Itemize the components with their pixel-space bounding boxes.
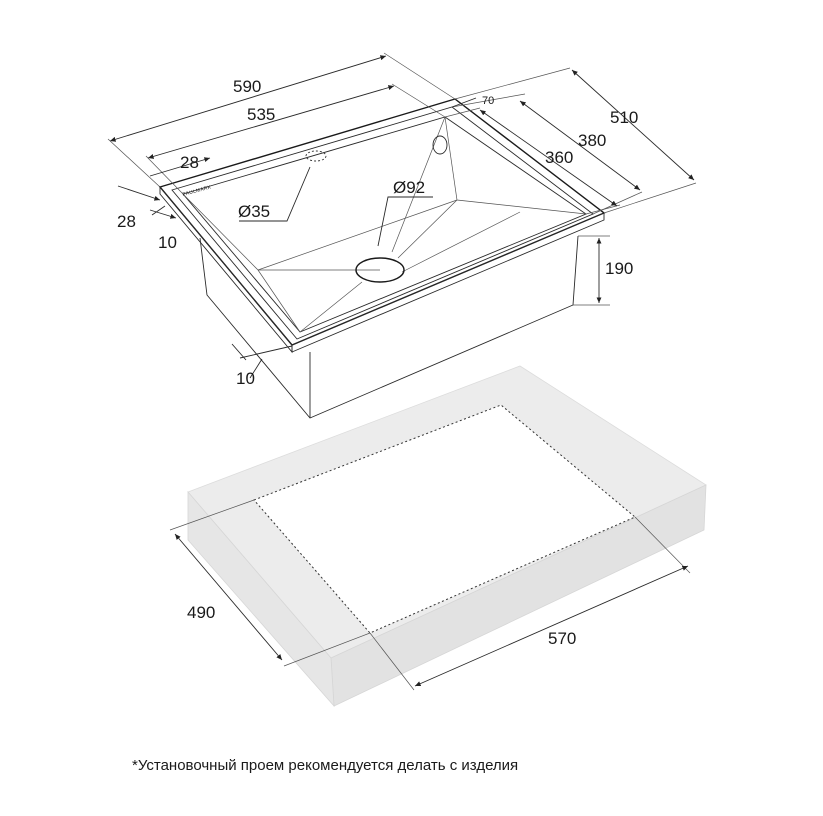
dim-590: 590 — [233, 77, 261, 96]
dim-535: 535 — [247, 105, 275, 124]
sink-body: PAULMARK — [158, 98, 606, 419]
label-tap-hole: Ø35 — [238, 202, 270, 221]
countertop-dimensions: 490 570 — [169, 499, 691, 691]
sink-dimensions: 590 535 28 510 380 360 70 28 10 — [107, 52, 697, 388]
dim-360: 360 — [545, 148, 573, 167]
dim-28-side: 28 — [117, 212, 136, 231]
dim-70: 70 — [482, 95, 494, 107]
brand-label: PAULMARK — [182, 184, 212, 198]
countertop — [187, 365, 707, 708]
dim-570: 570 — [548, 629, 576, 648]
footnote: *Установочный проем рекомендуется делать… — [132, 757, 519, 774]
dim-380: 380 — [578, 131, 606, 150]
overflow-hole — [432, 135, 448, 155]
dim-28-top: 28 — [180, 153, 199, 172]
dim-190: 190 — [605, 259, 633, 278]
drain-hole — [355, 257, 405, 283]
dim-10-lower: 10 — [236, 369, 255, 388]
label-drain-hole: Ø92 — [393, 178, 425, 197]
cutout-opening — [253, 404, 636, 634]
dim-10-upper: 10 — [158, 233, 177, 252]
dim-510: 510 — [610, 108, 638, 127]
dim-490: 490 — [187, 603, 215, 622]
